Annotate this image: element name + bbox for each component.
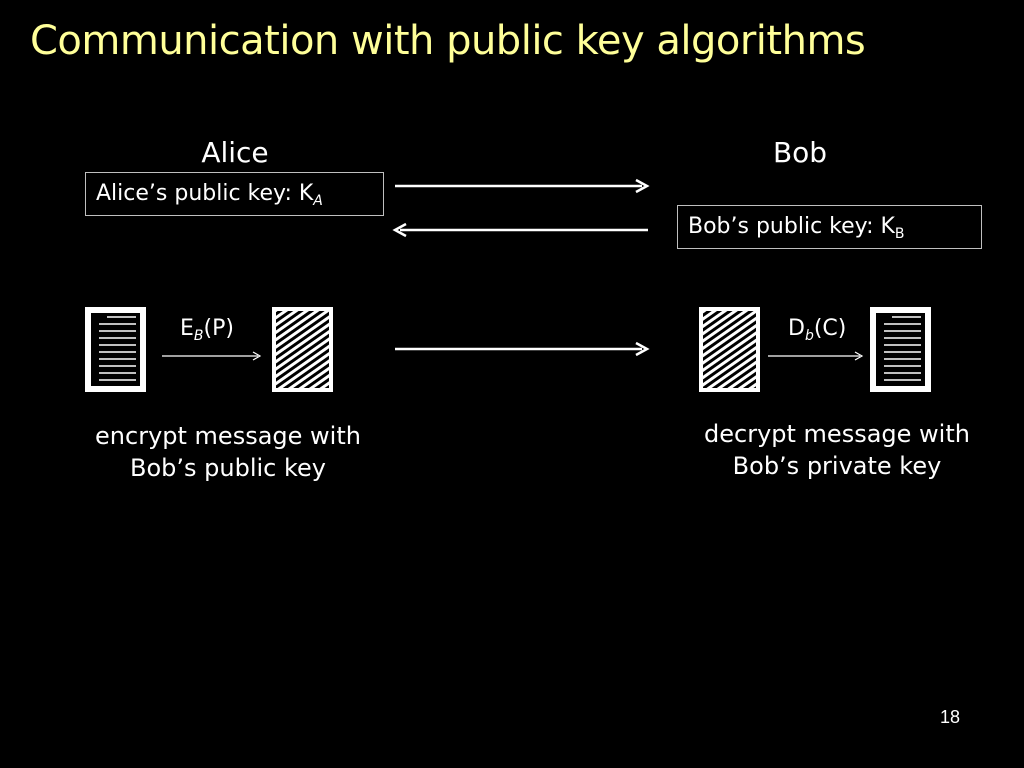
encrypt-op-subscript: B [193,328,204,344]
decrypt-function-label: Db(C) [788,316,847,344]
decrypt-arrow [768,351,864,361]
decrypt-caption-line1: decrypt message with [704,420,970,448]
encrypt-op-main: E [180,316,194,341]
decrypt-caption: decrypt message with Bob’s private key [667,418,1007,482]
decrypt-op-main: D [788,316,805,341]
encrypt-function-label: EB(P) [180,316,234,344]
encrypt-caption-line2: Bob’s public key [130,454,326,482]
alice-public-key-box: Alice’s public key: KA [85,172,384,216]
arrow-alice-to-bob-key [395,178,650,194]
encrypt-arrow [162,351,262,361]
bob-public-key-box: Bob’s public key: KB [677,205,982,249]
decrypt-caption-line2: Bob’s private key [732,452,942,480]
decrypt-op-argument: (C) [813,316,847,341]
decrypt-op-subscript: b [804,328,814,344]
alice-label: Alice [201,136,269,169]
page-number: 18 [940,707,961,727]
arrow-ciphertext-transmit [395,341,650,357]
alice-key-subscript: A [313,193,323,209]
encrypt-op-argument: (P) [203,316,234,341]
bob-ciphertext-document-icon [699,307,760,392]
alice-plaintext-document-icon [85,307,146,392]
bob-plaintext-document-icon [870,307,931,392]
encrypt-caption-line1: encrypt message with [95,422,361,450]
bob-key-subscript: B [894,226,905,242]
alice-key-text: Alice’s public key: K [96,181,314,206]
arrow-bob-to-alice-key [392,222,648,238]
bob-key-text: Bob’s public key: K [688,214,895,239]
bob-label: Bob [772,136,828,169]
encrypt-caption: encrypt message with Bob’s public key [58,420,398,484]
slide-title: Communication with public key algorithms [30,18,866,64]
alice-ciphertext-document-icon [272,307,333,392]
